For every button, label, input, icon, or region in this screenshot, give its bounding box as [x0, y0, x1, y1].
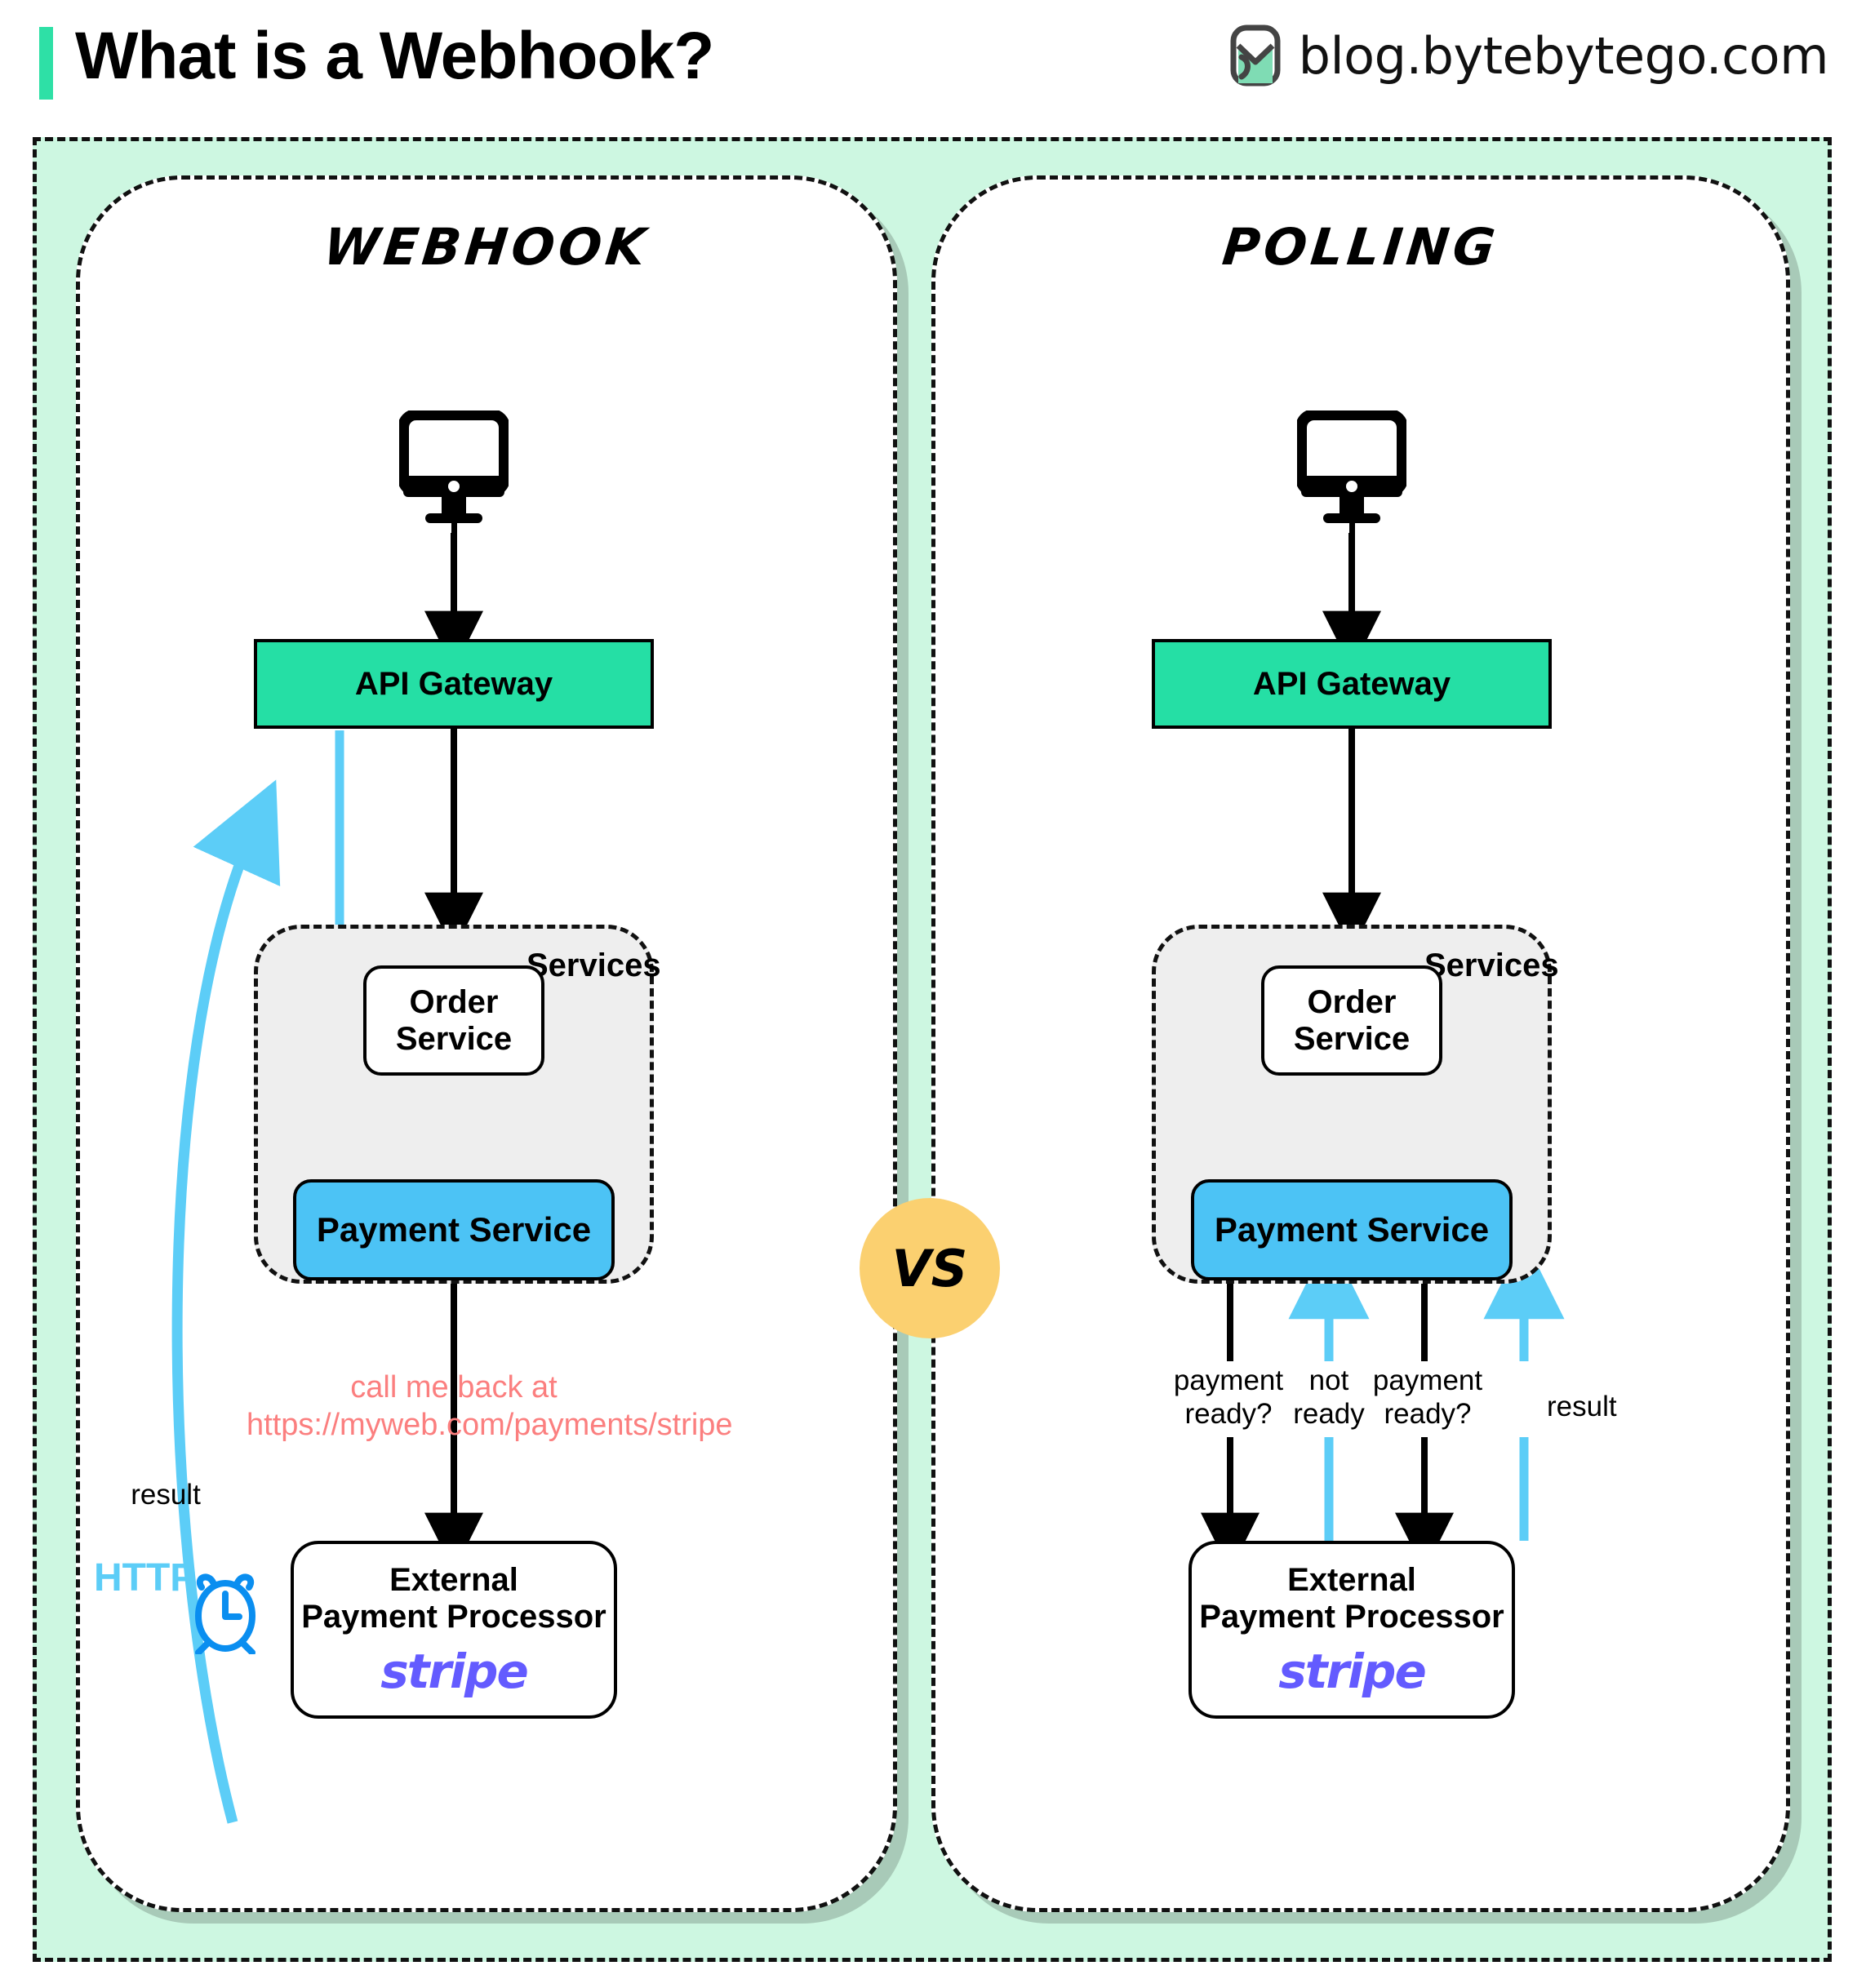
polling-external-payment-processor-node[interactable]: External Payment Processor stripe	[1188, 1541, 1515, 1719]
webhook-order-service-node[interactable]: Order Service	[363, 965, 544, 1076]
polling-order-service-line1: Order	[1307, 983, 1397, 1020]
panel-webhook-title: Webhook	[320, 217, 653, 277]
polling-services-label: Services	[1424, 947, 1559, 983]
polling-order-service-line2: Service	[1293, 1020, 1411, 1057]
brand-text: blog.bytebytego.com	[1298, 25, 1829, 86]
callback-line-1: call me back at	[350, 1370, 558, 1404]
brand-block: blog.bytebytego.com	[1230, 24, 1829, 87]
polling-order-service-node[interactable]: Order Service	[1261, 965, 1442, 1076]
polling-annotation-3: payment ready?	[1346, 1364, 1509, 1431]
page-title: What is a Webhook?	[75, 19, 714, 93]
panel-polling-title: Polling	[1220, 217, 1502, 277]
polling-api-gateway-node[interactable]: API Gateway	[1152, 639, 1552, 729]
webhook-order-service-line2: Service	[395, 1020, 513, 1057]
callback-line-2: https://myweb.com/payments/stripe	[247, 1407, 733, 1442]
webhook-http-label: HTTP	[94, 1556, 197, 1600]
poll2-line1: not	[1308, 1365, 1349, 1396]
webhook-order-service-line1: Order	[409, 983, 499, 1020]
poll1-line1: payment	[1173, 1365, 1284, 1396]
stripe-logo: stripe	[1278, 1643, 1427, 1699]
webhook-api-gateway-node[interactable]: API Gateway	[254, 639, 654, 729]
webhook-processor-line1: External	[389, 1562, 518, 1598]
polling-processor-line2: Payment Processor	[1199, 1598, 1504, 1635]
poll2-line2: ready	[1293, 1398, 1365, 1431]
desktop-monitor-icon	[399, 410, 509, 535]
page-header: What is a Webhook? blog.bytebytego.com	[0, 0, 1866, 131]
polling-result-label: result	[1547, 1391, 1617, 1422]
stripe-logo: stripe	[380, 1643, 529, 1699]
polling-annotation-1: payment ready?	[1147, 1364, 1310, 1431]
webhook-external-payment-processor-node[interactable]: External Payment Processor stripe	[291, 1541, 617, 1719]
webhook-services-label: Services	[526, 947, 661, 983]
bytebytego-bookmark-icon	[1230, 24, 1281, 87]
webhook-result-label: result	[131, 1479, 201, 1511]
alarm-clock-icon	[195, 1573, 255, 1654]
vs-badge: VS	[860, 1198, 1000, 1338]
desktop-monitor-icon	[1297, 410, 1406, 535]
title-accent-bar	[39, 27, 53, 100]
poll1-line2: ready?	[1184, 1398, 1273, 1431]
poll3-line1: payment	[1372, 1365, 1483, 1396]
polling-processor-line1: External	[1287, 1562, 1416, 1598]
webhook-processor-line2: Payment Processor	[301, 1598, 606, 1635]
webhook-callback-annotation: call me back at https://myweb.com/paymen…	[247, 1369, 733, 1444]
diagram-frame: Webhook Polling	[33, 137, 1832, 1962]
polling-payment-service-node[interactable]: Payment Service	[1191, 1179, 1513, 1280]
polling-annotation-2: not ready	[1276, 1364, 1382, 1431]
poll3-line2: ready?	[1384, 1398, 1472, 1431]
webhook-payment-service-node[interactable]: Payment Service	[293, 1179, 615, 1280]
